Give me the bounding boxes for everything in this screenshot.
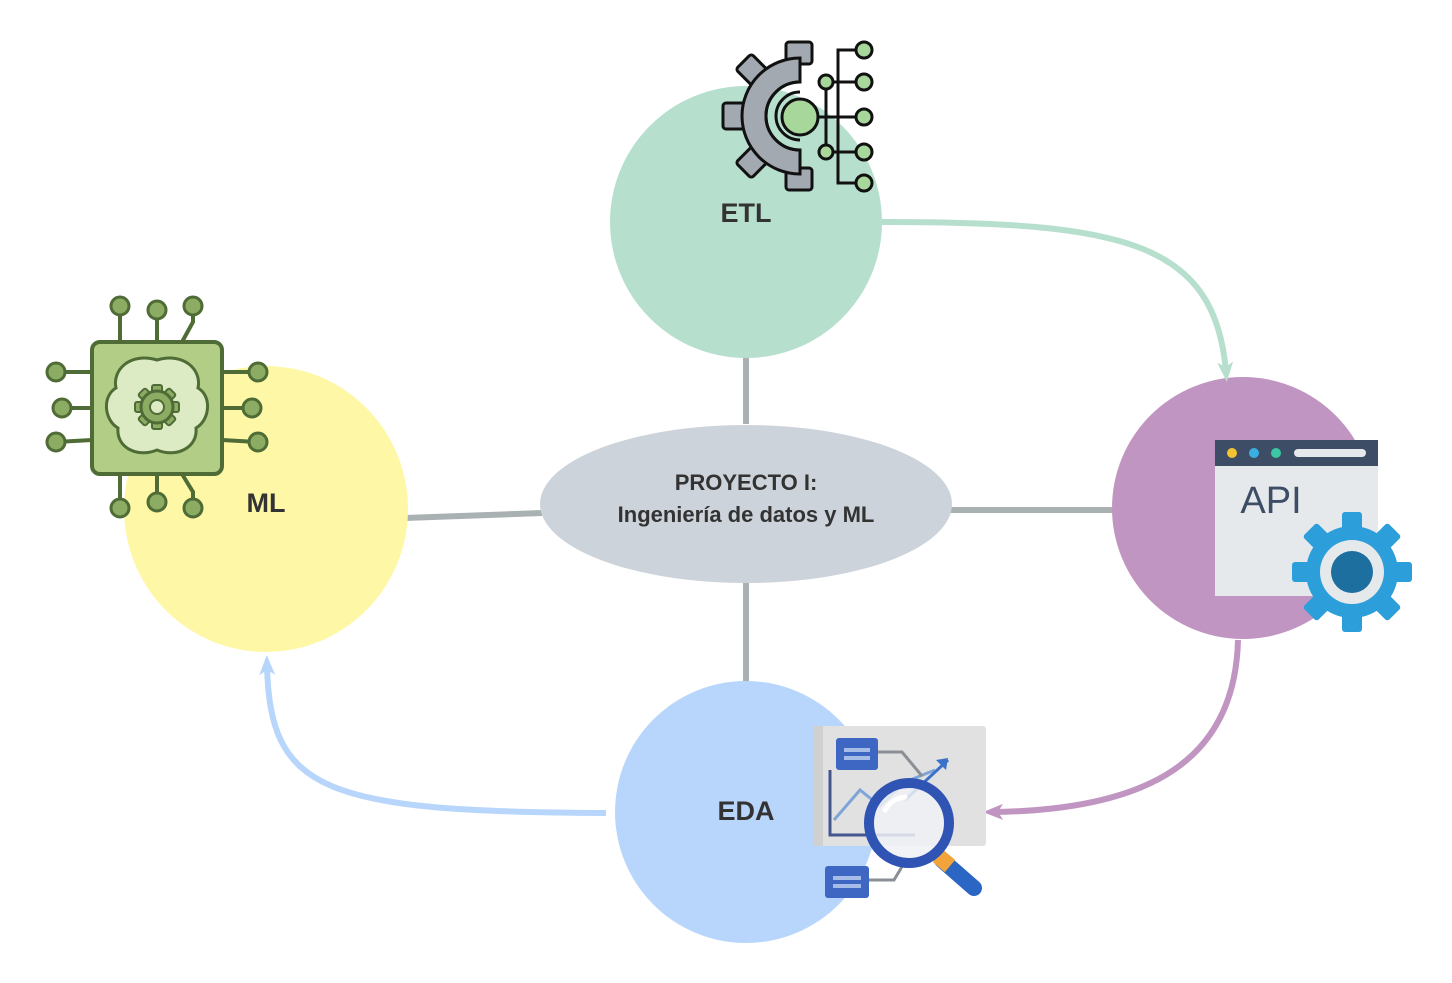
arrow-etl-to-api bbox=[881, 219, 1234, 382]
connectors bbox=[404, 350, 1114, 682]
brain-chip-icon bbox=[45, 295, 269, 519]
api-window-gear-icon: API bbox=[1215, 440, 1412, 632]
etl-node[interactable] bbox=[610, 86, 882, 358]
arrow-api-to-eda bbox=[983, 639, 1241, 820]
eda-label: EDA bbox=[717, 796, 774, 826]
eda-node[interactable] bbox=[615, 681, 877, 943]
arrow-eda-to-ml bbox=[259, 655, 607, 816]
ml-label: ML bbox=[247, 488, 286, 518]
center-subtitle: Ingeniería de datos y ML bbox=[618, 502, 875, 527]
center-node[interactable] bbox=[540, 425, 952, 583]
api-icon-text: API bbox=[1240, 480, 1301, 522]
center-title: PROYECTO I: bbox=[675, 470, 818, 495]
gear-circuit-icon bbox=[721, 40, 874, 193]
chart-magnifier-icon bbox=[813, 726, 986, 898]
connector-ml bbox=[404, 510, 543, 521]
etl-label: ETL bbox=[721, 198, 772, 228]
